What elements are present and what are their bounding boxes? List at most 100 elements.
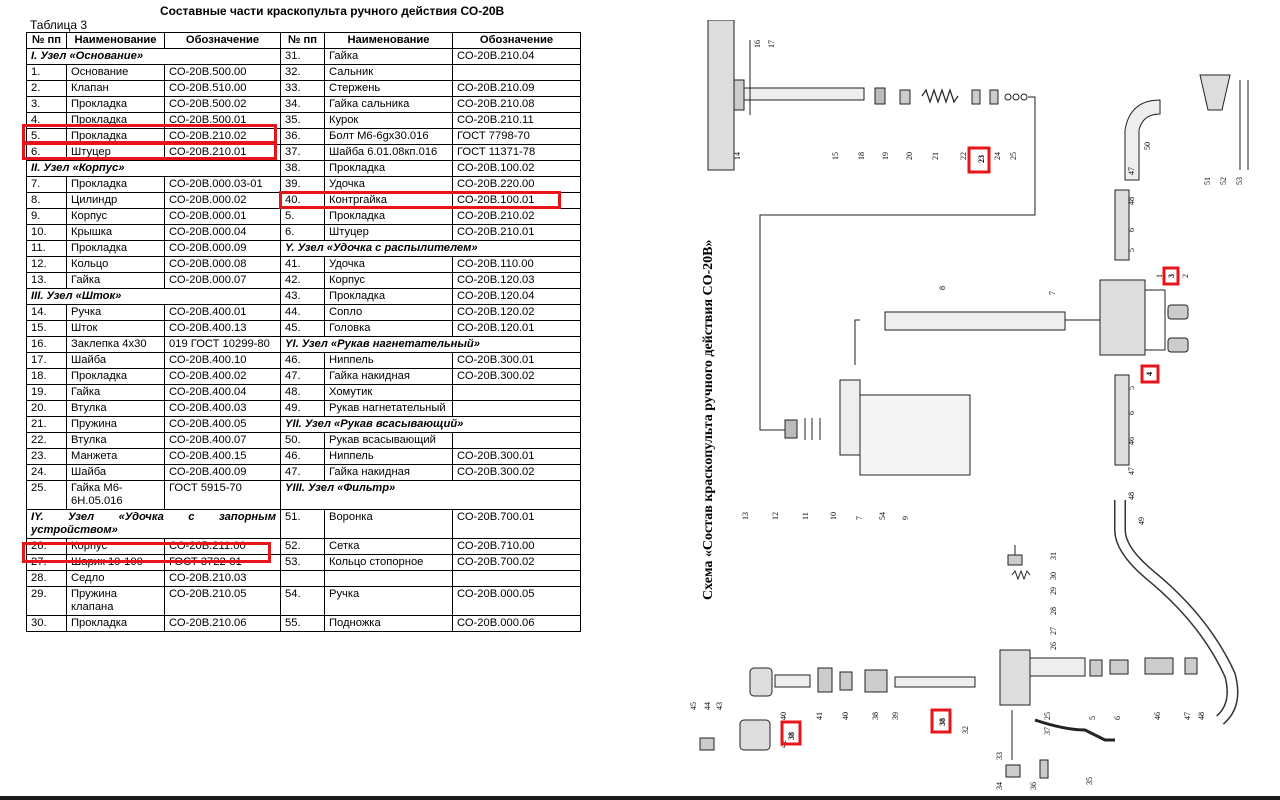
table-cell: ГОСТ 7798-70 — [452, 128, 581, 145]
table-cell: СО-20В.400.07 — [164, 432, 281, 449]
table-cell: СО-20В.120.04 — [452, 288, 581, 305]
suction-hose — [1114, 500, 1239, 725]
label-left-8: 7 — [1048, 291, 1057, 295]
label-bottom-7: 44 — [703, 702, 712, 710]
table-cell: Гайка — [66, 272, 165, 289]
table-cell: Прокладка — [66, 368, 165, 385]
table-cell: СО-20В.120.03 — [452, 272, 581, 289]
label-top-3: 15 — [831, 152, 840, 160]
section-heading-cell: I. Узел «Основание» — [26, 48, 281, 65]
table-cell: Клапан — [66, 80, 165, 97]
table-cell: СО-20В.000.02 — [164, 192, 281, 209]
label-left-4: 7 — [855, 516, 864, 520]
table-cell: 20. — [26, 400, 67, 417]
table-cell: ГОСТ 5915-70 — [164, 480, 281, 510]
label-bottom-17: 32 — [961, 726, 970, 734]
table-header-row: № пп Наименование Обозначение № пп Наиме… — [26, 32, 581, 49]
label-right-15: 47 — [1127, 467, 1136, 475]
table-cell: 17. — [26, 352, 67, 369]
label-bottom-14: 38 — [871, 712, 880, 720]
label-bottom-11: 38 — [787, 732, 796, 740]
table-cell: СО-20В.400.10 — [164, 352, 281, 369]
table-cell: Прокладка — [66, 96, 165, 113]
table-cell: СО-20В.000.08 — [164, 256, 281, 273]
table-cell: Прокладка — [324, 160, 453, 177]
table-cell: 23. — [26, 448, 67, 465]
table-cell: Прокладка — [66, 176, 165, 193]
table-cell: СО-20В.100.02 — [452, 160, 581, 177]
label-bottom-1: 30 — [1049, 572, 1058, 580]
table-cell: Прокладка — [66, 240, 165, 257]
label-bottom-27: 47 — [1183, 712, 1192, 720]
label-right-16: 48 — [1127, 492, 1136, 500]
table-row: IY. Узел «Удочка с запорным устройством»… — [26, 509, 581, 539]
table-cell: Корпус — [66, 538, 165, 555]
table-cell: Крышка — [66, 224, 165, 241]
label-bottom-18: 33 — [995, 752, 1004, 760]
table-cell: 52. — [280, 538, 325, 555]
table-cell: 25. — [26, 480, 67, 510]
label-top-10: 24 — [993, 152, 1002, 160]
table-cell: Гайка — [66, 384, 165, 401]
table-cell: Прокладка — [66, 128, 165, 145]
document-title: Составные части краскопульта ручного дей… — [160, 4, 505, 18]
table-cell: Шарик 10-100 — [66, 554, 165, 571]
table-cell: 8. — [26, 192, 67, 209]
table-cell: 1. — [26, 64, 67, 81]
table-cell: 33. — [280, 80, 325, 97]
table-cell: 47. — [280, 464, 325, 481]
label-right-1: 51 — [1203, 177, 1212, 185]
table-cell: 29. — [26, 586, 67, 616]
table-cell: Ручка — [324, 586, 453, 616]
label-top-4: 18 — [857, 152, 866, 160]
table-cell: Кольцо — [66, 256, 165, 273]
table-cell: 54. — [280, 586, 325, 616]
label-right-12: 5 — [1127, 386, 1136, 390]
table-cell: Штуцер — [66, 144, 165, 161]
table-cell: Гайка накидная — [324, 464, 453, 481]
table-cell: 21. — [26, 416, 67, 433]
label-bottom-24: 5 — [1088, 716, 1097, 720]
section-heading-cell: YII. Узел «Рукав всасывающий» — [280, 416, 581, 433]
table-cell: СО-20В.210.11 — [452, 112, 581, 129]
label-left-5: 54 — [878, 512, 887, 520]
table-cell: Хомутик — [324, 384, 453, 401]
section-heading-cell: YIII. Узел «Фильтр» — [280, 480, 581, 510]
table-cell: 34. — [280, 96, 325, 113]
table-cell: 50. — [280, 432, 325, 449]
table-cell: 43. — [280, 288, 325, 305]
table-cell: 26. — [26, 538, 67, 555]
table-cell: СО-20В.400.09 — [164, 464, 281, 481]
label-right-14: 46 — [1127, 437, 1136, 445]
table-cell: Гайка сальника — [324, 96, 453, 113]
table-cell: СО-20В.710.00 — [452, 538, 581, 555]
table-cell — [452, 384, 581, 401]
table-cell: 30. — [26, 615, 67, 632]
table-cell: 46. — [280, 352, 325, 369]
col-header-designation: Обозначение — [164, 32, 281, 49]
table-cell: 47. — [280, 368, 325, 385]
table-cell: Втулка — [66, 432, 165, 449]
label-bottom-22: 37 — [1043, 727, 1052, 735]
table-cell: СО-20В.210.01 — [164, 144, 281, 161]
label-right-8: 3 — [1167, 274, 1176, 278]
bottom-bar — [0, 796, 1280, 800]
label-right-5: 48 — [1127, 197, 1136, 205]
table-cell: 24. — [26, 464, 67, 481]
table-cell: СО-20В.210.05 — [164, 586, 281, 616]
table-cell: СО-20В.210.04 — [452, 48, 581, 65]
table-cell — [324, 570, 453, 587]
table-cell: ГОСТ 3722-81 — [164, 554, 281, 571]
